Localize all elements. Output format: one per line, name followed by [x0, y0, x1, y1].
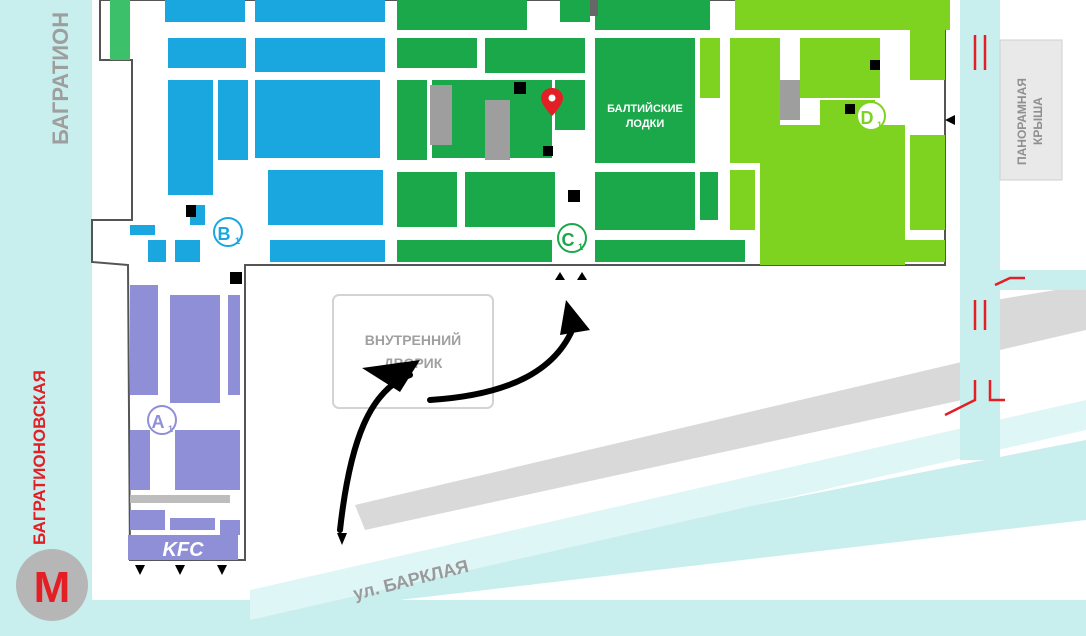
panoramic-roof: ПАНОРАМНАЯ КРЫША	[1015, 78, 1045, 165]
section-b1-sub: 1	[235, 236, 240, 246]
roof-line2: КРЫША	[1031, 97, 1045, 145]
map-pin-icon[interactable]	[541, 88, 563, 116]
street-bagrationovsky: БАГРАТИОН	[48, 12, 73, 145]
courtyard-line1: ВНУТРЕННИЙ	[365, 331, 462, 348]
section-a1-sub: 1	[168, 424, 173, 434]
section-b1-main: B	[218, 224, 231, 244]
metro-station: БАГРАТИОНОВСКАЯ M	[16, 370, 88, 621]
traffic-arrows	[944, 35, 1025, 417]
info-icon	[186, 190, 580, 217]
metro-station-name: БАГРАТИОНОВСКАЯ	[30, 370, 49, 545]
section-c1-main: C	[562, 230, 575, 250]
zone-b	[110, 0, 385, 262]
metro-icon: M	[34, 563, 71, 612]
landmark-line2: ЛОДКИ	[626, 118, 665, 130]
entrance-arrow-icon	[135, 115, 955, 575]
section-badge-b1: B 1	[213, 217, 243, 247]
toilet-icon	[230, 82, 526, 284]
section-d1-main: D	[861, 108, 874, 128]
zone-d	[700, 0, 950, 265]
section-badge-a1: A 1	[147, 405, 177, 435]
landmark-line1: БАЛТИЙСКИЕ	[607, 102, 683, 115]
section-badge-d1: D 1	[856, 101, 886, 131]
section-a1-main: A	[152, 412, 165, 432]
courtyard: ВНУТРЕННИЙ ДВОРИК	[332, 294, 494, 409]
section-c1-sub: 1	[578, 242, 583, 252]
roof-line1: ПАНОРАМНАЯ	[1015, 78, 1029, 165]
zone-c	[397, 0, 745, 262]
section-badge-c1: C 1	[557, 223, 587, 253]
escalator-icon	[543, 60, 880, 156]
section-d1-sub: 1	[877, 120, 882, 130]
zone-a	[128, 285, 240, 560]
kfc-logo: KFC	[162, 539, 204, 561]
